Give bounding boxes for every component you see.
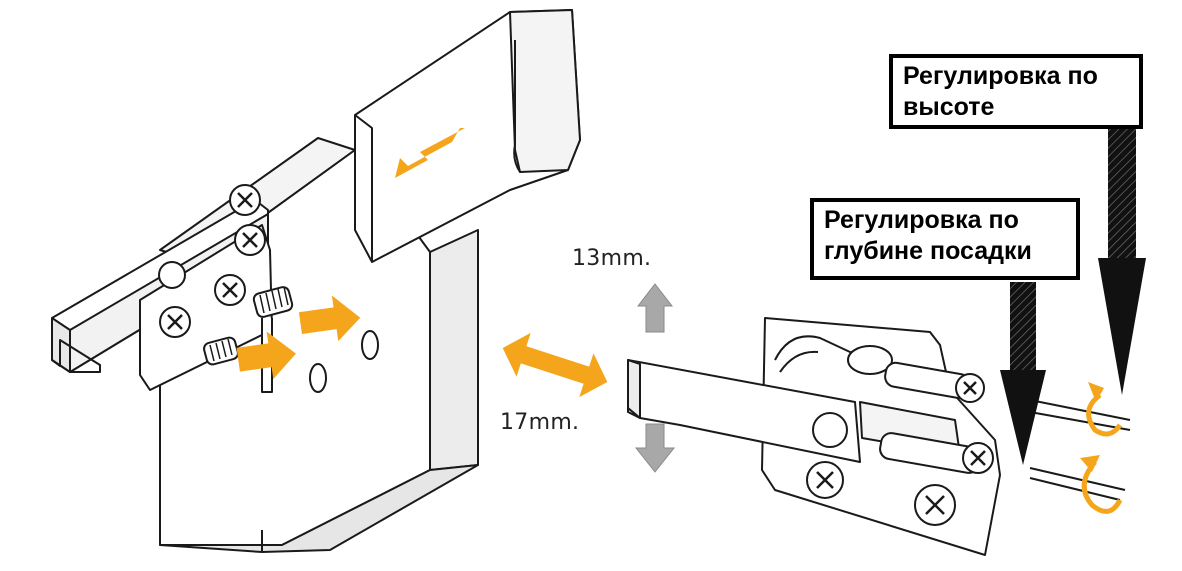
depth-pointer-shaft bbox=[1010, 282, 1036, 372]
up-arrow-icon bbox=[636, 283, 674, 333]
door-panel bbox=[354, 9, 581, 263]
callout-height-adjustment: Регулировка по высоте bbox=[889, 54, 1143, 129]
gray-arrows-13mm bbox=[634, 283, 676, 473]
dowel-arrow-lower bbox=[236, 331, 296, 380]
callout-depth-line2: глубине посадки bbox=[824, 237, 1032, 265]
depth-pointer-head bbox=[1000, 370, 1046, 465]
door-slide-arrow bbox=[395, 128, 465, 178]
dimension-17mm: 17mm. bbox=[500, 410, 580, 435]
rotation-arrows bbox=[1080, 382, 1123, 514]
double-arrow-17mm bbox=[502, 332, 608, 398]
dowel-arrow-upper bbox=[298, 295, 361, 342]
height-rotate-icon bbox=[1086, 393, 1123, 437]
depth-rotate-icon bbox=[1081, 460, 1123, 514]
callout-depth-line1: Регулировка по bbox=[824, 206, 1019, 234]
height-pointer-shaft bbox=[1108, 125, 1136, 260]
orange-arrows-left bbox=[236, 128, 465, 380]
height-pointer-head bbox=[1098, 258, 1146, 395]
left-hinge-assembly bbox=[51, 184, 294, 393]
callout-height-line1: Регулировка по bbox=[903, 62, 1098, 90]
down-arrow-icon bbox=[634, 423, 676, 473]
callout-height-line2: высоте bbox=[903, 93, 995, 121]
dimension-13mm: 13mm. bbox=[572, 246, 652, 271]
callout-depth-adjustment: Регулировка по глубине посадки bbox=[810, 198, 1080, 280]
pointer-arrows bbox=[1000, 125, 1146, 465]
right-hinge-assembly bbox=[627, 317, 1131, 556]
